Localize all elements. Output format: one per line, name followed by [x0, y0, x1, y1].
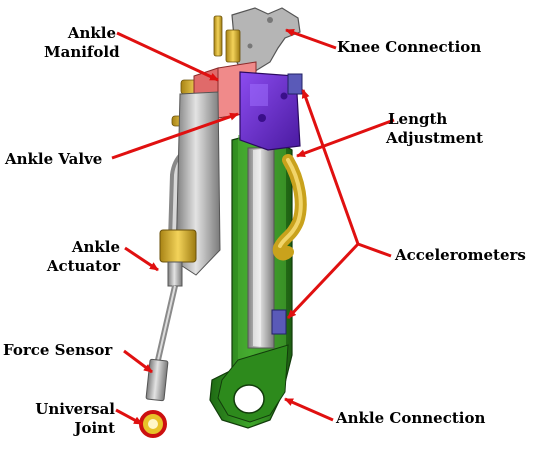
label-ankle-actuator-line1: Ankle — [71, 238, 120, 256]
arrow-universal-joint — [115, 408, 143, 426]
arrow-knee-connection — [285, 28, 337, 50]
label-length-adjustment: Length Adjustment — [386, 110, 483, 148]
label-force-sensor: Force Sensor — [3, 341, 113, 359]
arrow-ankle-valve — [111, 112, 239, 160]
label-universal-joint-line2: Joint — [74, 419, 115, 437]
pylon-bar — [247, 147, 275, 349]
label-knee-connection: Knee Connection — [337, 38, 482, 56]
arrow-ankle-actuator — [124, 246, 159, 272]
label-accelerometers: Accelerometers — [395, 246, 526, 264]
label-ankle-actuator: Ankle Actuator — [32, 238, 120, 276]
universal-joint — [139, 410, 167, 438]
label-ankle-connection: Ankle Connection — [336, 409, 486, 427]
annotation-arrows — [111, 28, 395, 426]
label-universal-joint: Universal Joint — [3, 400, 115, 438]
label-length-adjustment-line2: Adjustment — [386, 129, 484, 147]
length-adjustment-lever — [272, 154, 307, 261]
label-universal-joint-line1: Universal — [35, 400, 115, 418]
arrow-accelerometers-lower — [286, 242, 360, 320]
ankle-connection-hole — [233, 384, 265, 414]
accelerometer-upper — [287, 73, 303, 95]
label-ankle-manifold: Ankle Manifold — [44, 24, 120, 62]
label-ankle-manifold-line1: Ankle — [67, 24, 116, 42]
actuator-rod — [145, 285, 178, 402]
label-length-adjustment-line1: Length — [388, 110, 448, 128]
arrow-force-sensor — [123, 349, 153, 374]
label-ankle-valve: Ankle Valve — [5, 150, 103, 168]
arrow-length-adjustment — [296, 118, 395, 158]
arrow-ankle-manifold — [116, 31, 219, 82]
arrow-accelerometers-upper — [301, 89, 392, 258]
label-ankle-manifold-line2: Manifold — [44, 43, 120, 61]
accelerometer-lower — [271, 309, 287, 335]
purple-manifold — [239, 71, 301, 151]
label-ankle-actuator-line2: Actuator — [46, 257, 120, 275]
arrow-ankle-connection — [284, 397, 334, 422]
ankle-actuator-cylinder — [159, 91, 221, 287]
